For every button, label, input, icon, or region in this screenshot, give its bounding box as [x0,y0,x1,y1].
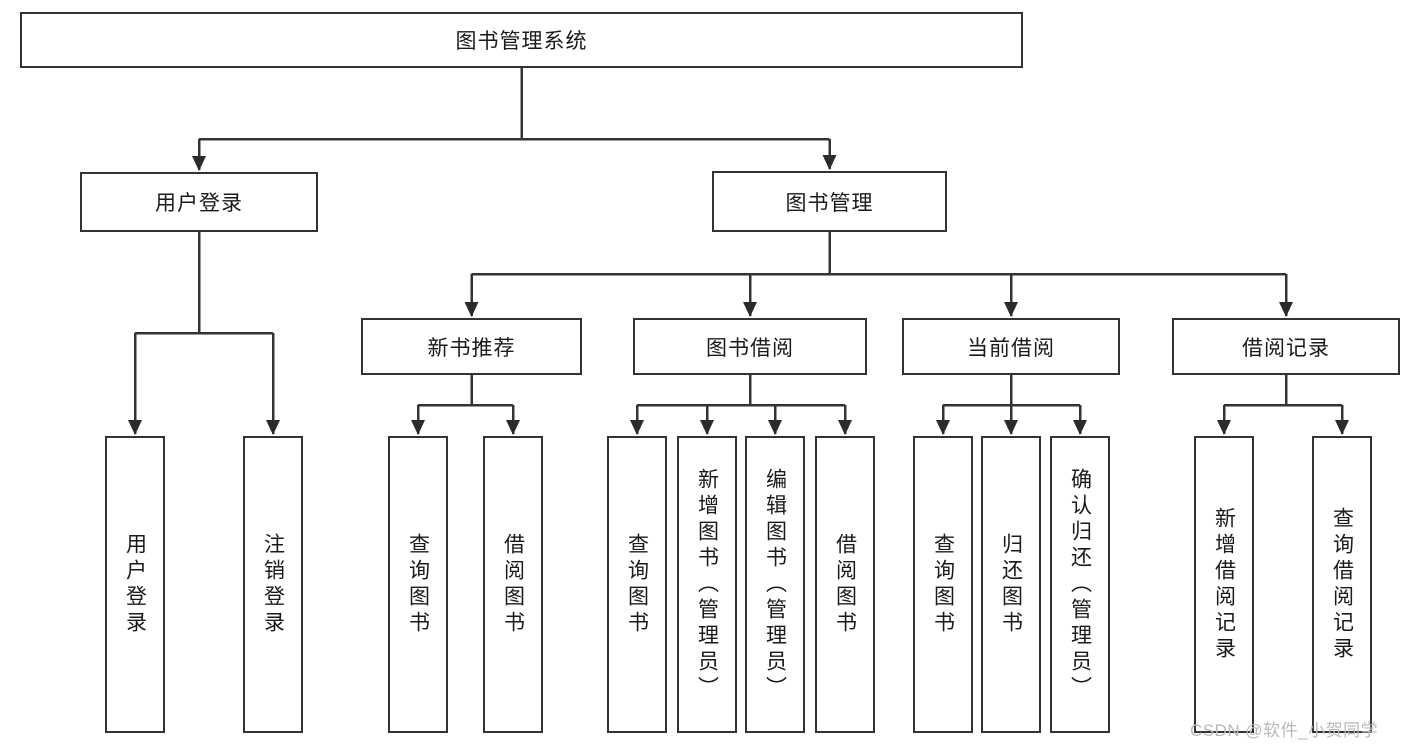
node-query-book-2[interactable]: 查询图书 [607,436,667,733]
node-label: 归还图书 [999,532,1023,637]
node-root-label: 图书管理系统 [455,30,588,53]
node-query-book-3[interactable]: 查询图书 [913,436,973,733]
node-root[interactable]: 图书管理系统 [20,12,1023,68]
node-label: 查询图书 [406,532,430,637]
node-label: 新增借阅记录 [1212,506,1236,663]
node-confirm-return[interactable]: 确认归还（管理员） [1050,436,1110,733]
node-label: 确认归还（管理员） [1068,467,1092,702]
node-edit-book[interactable]: 编辑图书（管理员） [745,436,805,733]
node-label: 借阅图书 [833,532,857,637]
node-return-book[interactable]: 归还图书 [981,436,1041,733]
node-book-management-label: 图书管理 [785,191,874,215]
node-user-login-label: 用户登录 [155,192,243,215]
node-query-record[interactable]: 查询借阅记录 [1312,436,1372,733]
node-current-borrow[interactable]: 当前借阅 [902,318,1120,375]
node-label: 注销登录 [261,532,285,637]
node-label: 用户登录 [123,532,147,637]
node-add-book[interactable]: 新增图书（管理员） [677,436,737,733]
node-borrow-book-2[interactable]: 借阅图书 [815,436,875,733]
node-add-record[interactable]: 新增借阅记录 [1194,436,1254,733]
node-query-book-1[interactable]: 查询图书 [388,436,448,733]
csdn-watermark: CSDN @软件_小贺同学 [1190,721,1379,740]
node-label: 查询图书 [931,532,955,637]
node-borrow-book-1[interactable]: 借阅图书 [483,436,543,733]
node-logout[interactable]: 注销登录 [243,436,303,733]
node-book-management[interactable]: 图书管理 [712,171,947,232]
node-book-borrow-label: 图书借阅 [706,336,794,360]
node-new-book-recommend[interactable]: 新书推荐 [361,318,582,375]
node-label: 新增图书（管理员） [695,467,719,702]
node-user-login[interactable]: 用户登录 [105,436,165,733]
node-label: 编辑图书（管理员） [763,467,787,702]
node-label: 查询借阅记录 [1330,506,1354,663]
node-current-borrow-label: 当前借阅 [967,336,1055,360]
node-new-book-recommend-label: 新书推荐 [427,336,516,360]
node-label: 借阅图书 [501,532,525,637]
node-borrow-record-label: 借阅记录 [1242,336,1330,360]
node-borrow-record[interactable]: 借阅记录 [1172,318,1400,375]
node-label: 查询图书 [625,532,649,637]
node-book-borrow[interactable]: 图书借阅 [633,318,867,375]
node-user-login[interactable]: 用户登录 [80,172,318,232]
